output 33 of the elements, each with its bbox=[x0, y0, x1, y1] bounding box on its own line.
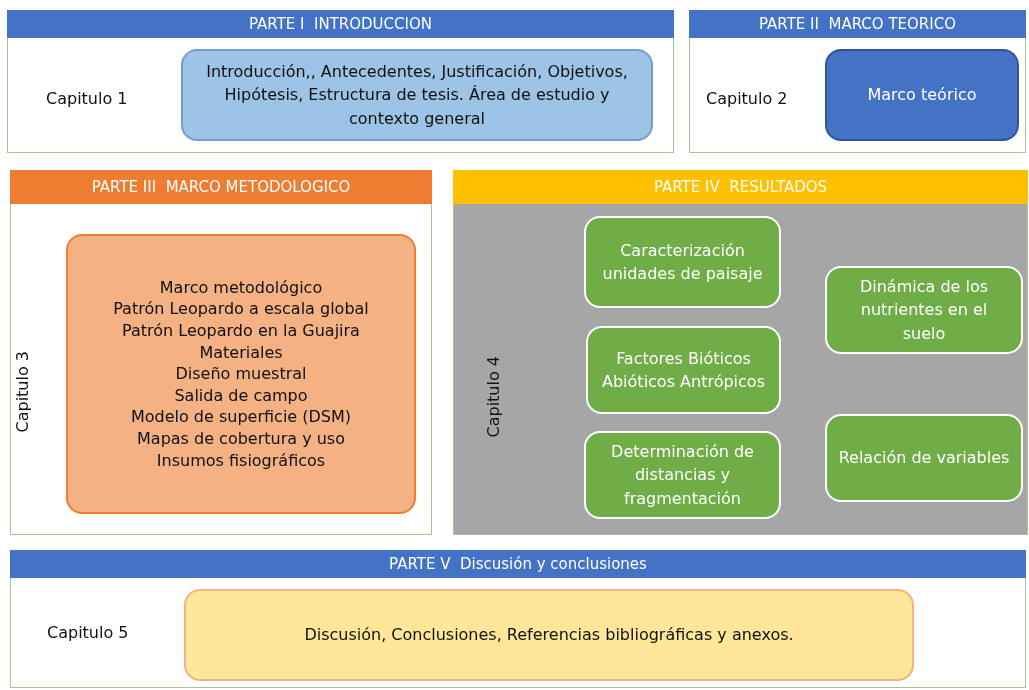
content-box: Factores Bióticos Abióticos Antrópicos bbox=[586, 326, 781, 414]
list-item-text: Modelo de superficie (DSM) bbox=[130, 406, 352, 428]
section-header: PARTE II MARCO TEORICO bbox=[689, 10, 1026, 38]
section-header: PARTE V Discusión y conclusiones bbox=[10, 550, 1026, 578]
section-panel bbox=[689, 10, 1026, 153]
content-box: Determinación de distancias y fragmentación bbox=[584, 431, 781, 519]
section-panel bbox=[7, 10, 674, 153]
section-panel bbox=[453, 170, 1028, 535]
content-box bbox=[66, 234, 416, 514]
content-box: Marco teórico bbox=[825, 49, 1019, 141]
list-item-text: Marco metodológico bbox=[159, 276, 323, 299]
chapter-label: Capitulo 3 bbox=[13, 351, 32, 433]
list-item-text: Patrón Leopardo en la Guajira bbox=[122, 320, 360, 342]
list-item-text: Insumos fisiográficos bbox=[156, 449, 326, 472]
content-box: Caracterización unidades de paisaje bbox=[584, 216, 781, 308]
list-item-text: Patrón Leopardo a escala global bbox=[113, 298, 369, 320]
chapter-label: Capitulo 5 bbox=[47, 623, 129, 642]
list-item-text: Mapas de cobertura y uso bbox=[137, 428, 345, 450]
chapter-label: Capitulo 1 bbox=[46, 89, 128, 108]
content-box: Dinámica de los nutrientes en el suelo bbox=[825, 266, 1023, 354]
list-item-text: Salida de campo bbox=[174, 384, 308, 407]
content-box: Relación de variables bbox=[825, 414, 1023, 502]
list-item-text: Diseño muestral bbox=[175, 363, 307, 385]
content-box: Discusión, Conclusiones, Referencias bibliográficas y anexos. bbox=[184, 589, 914, 681]
section-panel bbox=[10, 170, 432, 535]
section-header: PARTE III MARCO METODOLOGICO bbox=[10, 170, 432, 204]
chapter-label: Capitulo 4 bbox=[484, 356, 503, 438]
content-box: Introducción,, Antecedentes, Justificación, Objetivos, Hipótesis, Estructura de tesis. Área de estudio y contexto general bbox=[181, 49, 653, 141]
section-header: PARTE IV RESULTADOS bbox=[453, 170, 1028, 204]
section-header: PARTE I INTRODUCCION bbox=[7, 10, 674, 38]
section-panel bbox=[10, 550, 1026, 688]
list-item-text: Materiales bbox=[199, 341, 283, 364]
chapter-label: Capitulo 2 bbox=[706, 89, 788, 108]
